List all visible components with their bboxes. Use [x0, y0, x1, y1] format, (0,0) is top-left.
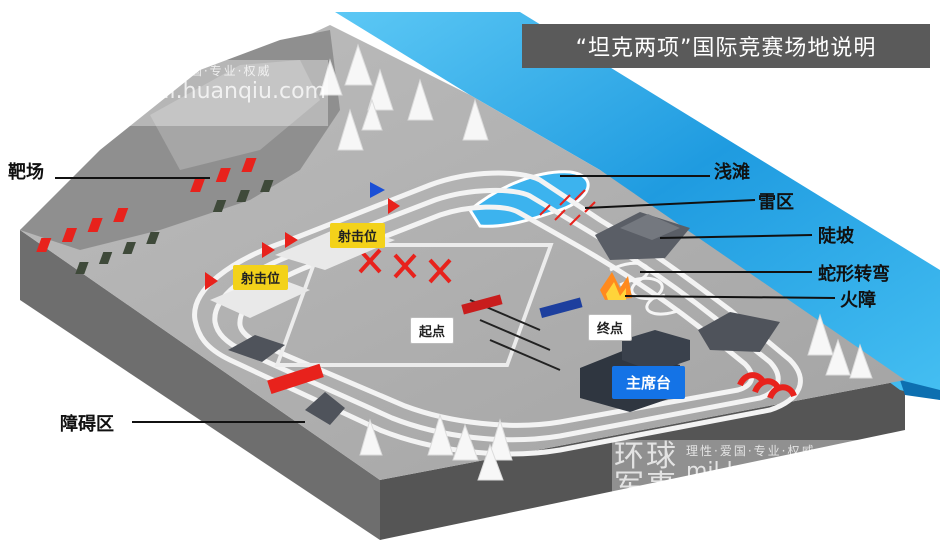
blue-flag	[370, 182, 385, 198]
watermark-slogan: 理性·爱国·专业·权威	[142, 64, 272, 78]
red-flags	[205, 198, 400, 290]
watermark-top: 环球 军事 理性·爱国·专业·权威 mil.huanqiu.com	[70, 62, 326, 122]
terrain-side-right	[380, 380, 905, 540]
tag-grandstand: 主席台	[612, 366, 686, 399]
label-slope: 陡坡	[818, 226, 854, 247]
label-minefield: 雷区	[758, 192, 794, 213]
watermark-brand-1-b: 环球	[614, 439, 678, 474]
slope-ramp-top	[620, 214, 680, 240]
shallows-pool	[468, 170, 590, 228]
terrain-side-left	[20, 230, 380, 540]
watermark-brand-2-b: 军事	[614, 469, 678, 504]
water-edge	[900, 380, 940, 400]
tent-right	[698, 312, 780, 352]
label-obstacle-zone: 障碍区	[60, 414, 114, 435]
label-shallows: 浅滩	[714, 162, 750, 183]
watermark-box-top	[66, 60, 328, 126]
page-title: “坦克两项”国际竞赛场地说明	[522, 24, 930, 68]
arch-obstacle	[737, 372, 797, 400]
obstacle-tent-2	[305, 392, 345, 425]
trees	[319, 43, 873, 481]
tag-firing-position-1: 射击位	[233, 265, 289, 290]
leader-lines	[55, 175, 836, 423]
watermark-brand-2: 军事	[70, 89, 134, 124]
obstacle-red-block	[267, 363, 324, 395]
watermark-url-b: mil.huanqiu.com	[686, 459, 870, 484]
targets-red	[36, 158, 257, 252]
tag-start: 起点	[410, 317, 455, 344]
obstacle-tent-1	[228, 335, 285, 362]
tag-finish: 终点	[588, 314, 633, 341]
watermark-bottom: 环球 军事 理性·爱国·专业·权威 mil.huanqiu.com	[614, 442, 870, 502]
hill-shade	[150, 60, 320, 170]
watermark-brand-1: 环球	[70, 59, 134, 94]
fire-barrier	[600, 272, 632, 300]
targets-green	[75, 180, 274, 274]
tag-firing-position-2: 射击位	[330, 223, 386, 248]
anti-tank-crosses	[358, 248, 452, 284]
watermark-box-bottom	[612, 440, 877, 506]
watermark-url: mil.huanqiu.com	[142, 79, 326, 104]
start-banner	[461, 294, 503, 315]
watermark-slogan-b: 理性·爱国·专业·权威	[686, 444, 816, 458]
label-fire-barrier: 火障	[840, 290, 876, 311]
inner-course	[274, 243, 554, 367]
label-target-range: 靶场	[8, 162, 44, 183]
finish-banner	[539, 297, 583, 319]
label-serpentine: 蛇形转弯	[818, 264, 890, 285]
